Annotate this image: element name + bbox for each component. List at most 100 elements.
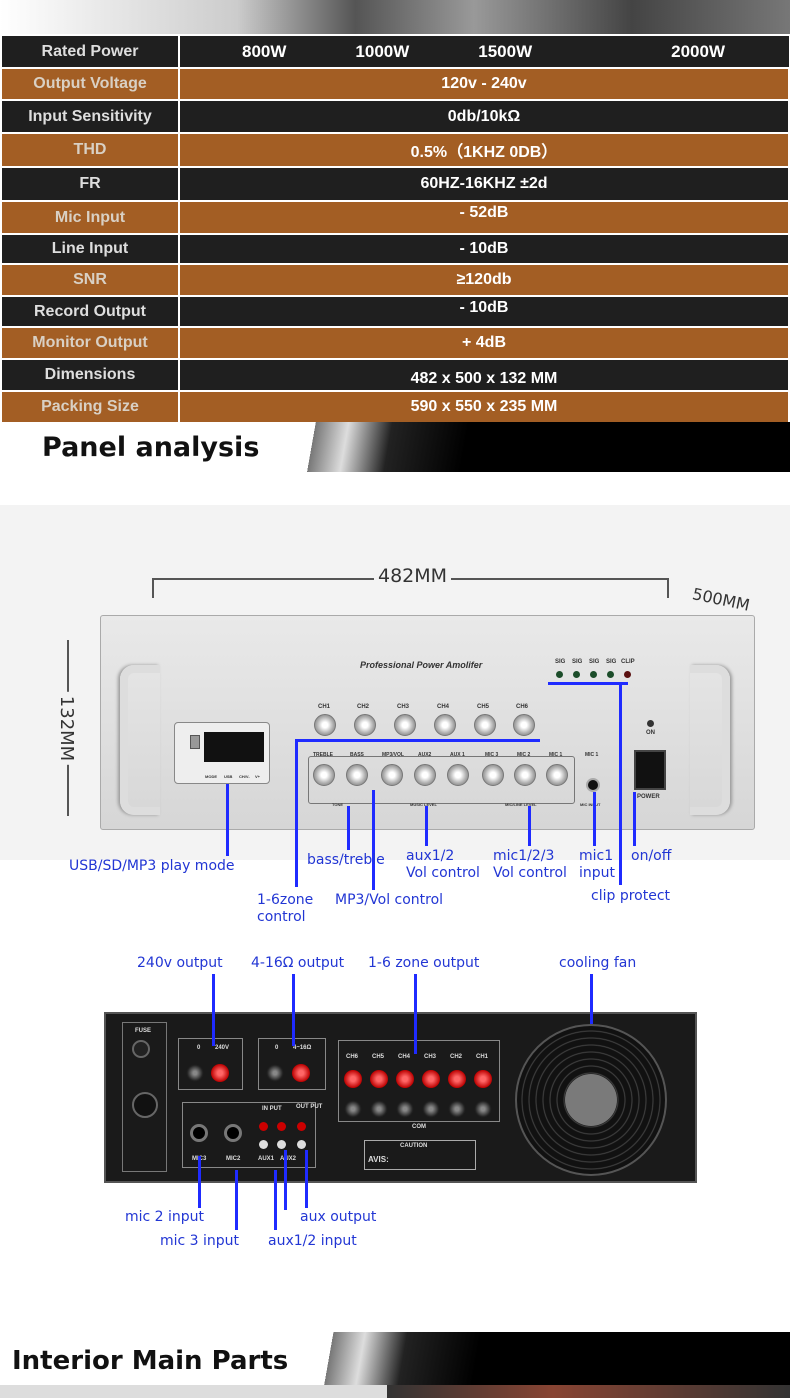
player-button[interactable]: V+ [255, 774, 261, 779]
input-label: IN PUT [262, 1106, 282, 1112]
top-banner-image [0, 0, 790, 34]
terminal-icon[interactable] [370, 1100, 388, 1118]
rca-jack-icon[interactable] [277, 1140, 286, 1149]
power-1500w: 1500W [478, 41, 533, 61]
label-aux-output: aux output [300, 1209, 377, 1225]
zone-knob-5[interactable] [474, 714, 496, 736]
callout-line [274, 1170, 277, 1230]
label-zone-output: 1-6 zone output [368, 955, 480, 971]
terminal-icon[interactable] [474, 1070, 492, 1088]
terminal-icon[interactable] [344, 1070, 362, 1088]
bass-knob[interactable] [346, 764, 368, 786]
label-aux-vol: aux1/2 Vol control [406, 848, 480, 881]
terminal-icon[interactable] [370, 1070, 388, 1088]
terminal-icon[interactable] [396, 1100, 414, 1118]
table-row: Line Input- 10dB [0, 233, 790, 265]
terminal-icon[interactable] [448, 1070, 466, 1088]
player-button[interactable]: CH/V- [239, 774, 250, 779]
terminal-icon[interactable] [422, 1100, 440, 1118]
terminal-label: 4~16Ω [293, 1045, 312, 1051]
zone-knob-2[interactable] [354, 714, 376, 736]
callout-line [593, 792, 596, 846]
player-button[interactable]: USB [224, 774, 233, 779]
aux2-label: AUX2 [280, 1156, 297, 1162]
com-label: COM [412, 1124, 426, 1130]
led-label: SIG [572, 659, 583, 665]
rca-jack-icon[interactable] [297, 1140, 306, 1149]
terminal-icon[interactable] [474, 1100, 492, 1118]
spec-label: Line Input [0, 233, 180, 265]
knob-label: AUX 1 [450, 752, 465, 758]
mic2-knob[interactable] [514, 764, 536, 786]
mp3-vol-knob[interactable] [381, 764, 403, 786]
zone-knob-6[interactable] [513, 714, 535, 736]
spec-label: Dimensions [0, 358, 180, 392]
terminal-icon[interactable] [186, 1064, 204, 1082]
interior-header: Interior Main Parts [0, 1332, 790, 1385]
channel-label: CH3 [397, 704, 410, 710]
treble-knob[interactable] [313, 764, 335, 786]
zone-knob-3[interactable] [394, 714, 416, 736]
power-label: POWER [637, 794, 660, 800]
caution-plate [364, 1140, 476, 1170]
label-bass-treble: bass/treble [307, 852, 385, 868]
power-switch[interactable] [634, 750, 666, 790]
mic1-jack-icon[interactable] [586, 778, 600, 792]
mic3-knob[interactable] [482, 764, 504, 786]
spec-value: ≥120db [178, 263, 790, 297]
section-label: MUSIC LEVEL [410, 802, 437, 807]
rca-jack-icon[interactable] [277, 1122, 286, 1131]
terminal-icon[interactable] [422, 1070, 440, 1088]
channel-label: CH6 [346, 1054, 359, 1060]
terminal-icon[interactable] [266, 1064, 284, 1082]
knob-label: TREBLE [313, 752, 333, 758]
on-label: ON [646, 730, 655, 736]
label-clip-protect: clip protect [591, 888, 671, 904]
mic2-jack-icon[interactable] [224, 1124, 242, 1142]
terminal-label: 0 [197, 1045, 201, 1051]
player-display [204, 732, 264, 762]
spec-label: Record Output [0, 295, 180, 328]
label-zone-control: 1-6zone control [257, 892, 314, 925]
callout-line [590, 974, 593, 1024]
knob-label: BASS [350, 752, 364, 758]
rca-jack-icon[interactable] [259, 1140, 268, 1149]
input-section [182, 1102, 316, 1168]
table-row: Record Output- 10dB [0, 295, 790, 328]
spec-label: SNR [0, 263, 180, 297]
spec-value: 0.5%（1KHZ 0DB） [178, 132, 790, 168]
player-button[interactable]: MODE [205, 774, 217, 779]
terminal-icon[interactable] [448, 1100, 466, 1118]
aux1-knob[interactable] [447, 764, 469, 786]
terminal-icon[interactable] [344, 1100, 362, 1118]
terminal-icon[interactable] [292, 1064, 310, 1082]
rca-jack-icon[interactable] [259, 1122, 268, 1131]
control-section [308, 756, 575, 804]
zone-knob-4[interactable] [434, 714, 456, 736]
aux2-knob[interactable] [414, 764, 436, 786]
knob-label: MP3/VOL [382, 752, 404, 758]
section-title: Interior Main Parts [12, 1346, 289, 1376]
callout-line [235, 1170, 238, 1230]
caution-label: CAUTION [400, 1143, 428, 1149]
terminal-icon[interactable] [396, 1070, 414, 1088]
usb-port-icon[interactable] [190, 735, 200, 749]
label-4-16-output: 4-16Ω output [251, 955, 345, 971]
zone-knob-1[interactable] [314, 714, 336, 736]
mic1-knob[interactable] [546, 764, 568, 786]
label-cooling-fan: cooling fan [559, 955, 637, 971]
terminal-icon[interactable] [211, 1064, 229, 1082]
callout-line [292, 974, 295, 1046]
rca-jack-icon[interactable] [297, 1122, 306, 1131]
callout-line [212, 974, 215, 1046]
callout-line [305, 1150, 308, 1208]
terminal-label: 0 [275, 1045, 279, 1051]
power-cable-icon [132, 1092, 158, 1118]
mic3-jack-icon[interactable] [190, 1124, 208, 1142]
terminal-label: 240V [215, 1045, 230, 1051]
fuse-label: FUSE [135, 1028, 152, 1034]
